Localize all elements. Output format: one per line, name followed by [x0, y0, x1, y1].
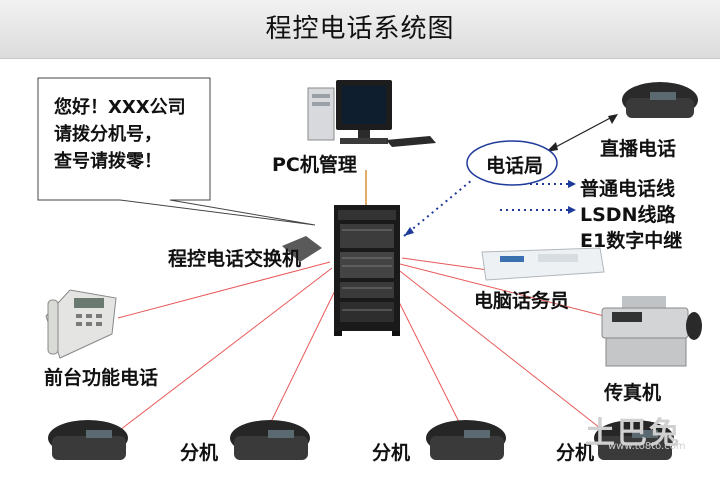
front-desk-label: 前台功能电话: [44, 367, 159, 389]
fax-icon: [601, 296, 702, 367]
extension-phone-icon: [594, 420, 674, 460]
fax-label: 传真机: [604, 382, 662, 404]
operator-label: 电脑话务员: [474, 290, 570, 312]
title-bar: [0, 0, 720, 59]
direct-line-link: [549, 115, 615, 151]
arrow-head: [568, 206, 576, 214]
callout-greeting: 您好！XXX公司 请拨分机号， 查号请拨零！: [54, 94, 186, 175]
link-extension-1: [119, 267, 333, 431]
callout-line: 请拨分机号，: [54, 124, 162, 145]
trunk-links: [403, 179, 572, 237]
extension-label: 分机: [372, 442, 411, 464]
exchange-icon: [282, 205, 400, 336]
front-desk-phone-icon: [45, 289, 117, 359]
extension-label: 分机: [180, 442, 219, 464]
trunk-telecom: [403, 179, 473, 237]
arrow-head: [608, 114, 618, 124]
telecom-ellipse: [466, 140, 558, 186]
line-type-label: LSDN线路: [580, 204, 676, 226]
callout-box: [37, 77, 316, 226]
pc-label: PC机管理: [272, 154, 357, 176]
arrow-head: [404, 227, 414, 236]
operator-icon: [481, 247, 605, 281]
callout-line: 查号请拨零！: [54, 151, 162, 172]
link-fax: [399, 263, 605, 317]
callout-line: 您好！XXX公司: [54, 97, 186, 118]
arrow-head: [546, 142, 558, 152]
watermark-url: www.to8to.com: [608, 441, 686, 452]
link-front-desk: [117, 261, 331, 319]
telecom-label: 电话局: [486, 155, 544, 177]
arrow-head: [568, 180, 576, 188]
extension-phone-icon: [48, 420, 128, 460]
page-title: 程控电话系统图: [265, 14, 455, 44]
link-operator: [401, 257, 489, 271]
pc-icon: [307, 80, 436, 147]
extension-links: [117, 257, 605, 431]
line-type-label: 普通电话线: [580, 178, 676, 200]
extension-label: 分机: [556, 442, 595, 464]
watermark-logo: 土巴兔: [585, 416, 681, 451]
exchange-label: 程控电话交换机: [168, 248, 302, 270]
link-extension-4: [395, 267, 601, 429]
extension-phone-icon: [426, 420, 506, 460]
extension-phone-icon: [230, 420, 310, 460]
direct-line-label: 直播电话: [600, 138, 677, 160]
link-extension-2: [267, 271, 345, 429]
direct-phone-icon: [622, 82, 698, 118]
line-type-label: E1数字中继: [580, 230, 683, 252]
